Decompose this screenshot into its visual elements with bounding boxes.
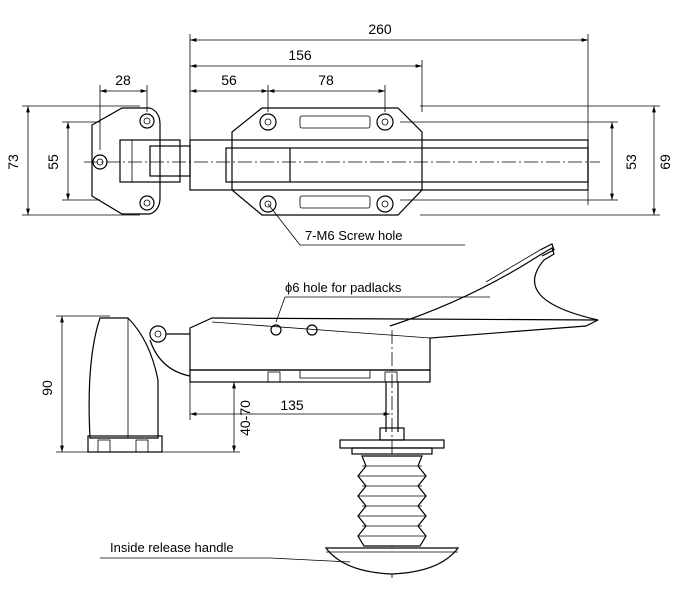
dim-label-156: 156 — [288, 47, 312, 63]
dim-label-69: 69 — [657, 154, 673, 170]
dim-label-53: 53 — [623, 154, 639, 170]
dim-label-28: 28 — [115, 72, 131, 88]
hinge-pin — [149, 325, 167, 343]
release-handle — [324, 547, 460, 575]
screw-hole-icon — [259, 113, 277, 131]
hinge-bracket — [91, 107, 161, 215]
dim-label-90: 90 — [39, 380, 55, 396]
latch-body-side — [189, 317, 599, 371]
padlock-hole-note: ϕ6 hole for padlacks — [285, 280, 402, 295]
dim-label-40-70: 40-70 — [237, 400, 253, 436]
dim-label-56: 56 — [221, 72, 237, 88]
dim-label-135: 135 — [280, 397, 304, 413]
dim-label-260: 260 — [368, 21, 392, 37]
screw-hole-icon — [376, 195, 394, 213]
hinge-block — [88, 317, 159, 439]
dim-label-73: 73 — [5, 154, 21, 170]
dim-label-78: 78 — [318, 72, 334, 88]
bellows — [357, 455, 427, 547]
hinge-foot — [87, 435, 163, 453]
screw-hole-note: 7-M6 Screw hole — [305, 228, 403, 243]
dim-label-55: 55 — [45, 154, 61, 170]
padlock-hole — [270, 324, 282, 336]
release-handle-note: Inside release handle — [110, 540, 234, 555]
lever — [389, 247, 599, 327]
hinge-pin-housing — [119, 139, 181, 183]
screw-hole-icon — [259, 195, 277, 213]
base-plate — [231, 107, 423, 216]
screw-hole-icon — [376, 113, 394, 131]
side-view: ϕ6 hole for padlacks 90 135 — [39, 243, 599, 578]
top-view: 260 156 56 78 28 73 55 53 69 — [5, 21, 673, 246]
